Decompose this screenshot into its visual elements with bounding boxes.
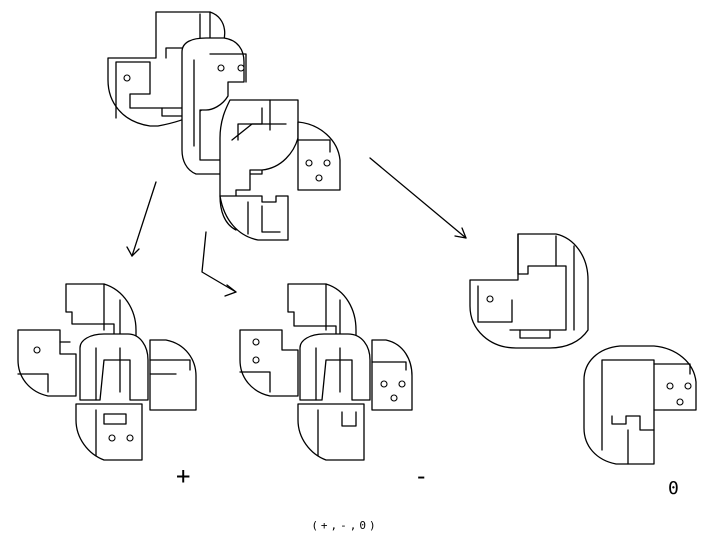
- label-plus: +: [176, 462, 190, 490]
- arrow-to-plus: [126, 181, 157, 257]
- hole-marker: [666, 382, 674, 390]
- arrow-to-minus: [201, 231, 237, 297]
- hole-marker: [252, 356, 260, 364]
- hole-marker: [217, 64, 225, 72]
- label-zero: 0: [668, 478, 679, 499]
- caption: (+,-,0): [311, 519, 379, 532]
- tangle-original: [107, 11, 341, 241]
- hole-marker: [323, 159, 331, 167]
- hole-marker: [676, 398, 684, 406]
- hole-marker: [126, 434, 134, 442]
- hole-marker: [252, 338, 260, 346]
- tangle-minus: [239, 283, 413, 461]
- hole-marker: [486, 295, 494, 303]
- tangle-zero: [469, 233, 697, 465]
- hole-marker: [33, 346, 41, 354]
- hole-marker: [123, 74, 131, 82]
- hole-marker: [684, 382, 692, 390]
- hole-marker: [237, 64, 245, 72]
- hole-marker: [380, 380, 388, 388]
- hole-marker: [315, 174, 323, 182]
- tangle-plus: [17, 283, 197, 461]
- hole-marker: [390, 394, 398, 402]
- hole-marker: [305, 159, 313, 167]
- hole-marker: [398, 380, 406, 388]
- arrow-to-zero: [369, 157, 467, 239]
- hole-marker: [108, 434, 116, 442]
- label-minus: -: [414, 462, 428, 490]
